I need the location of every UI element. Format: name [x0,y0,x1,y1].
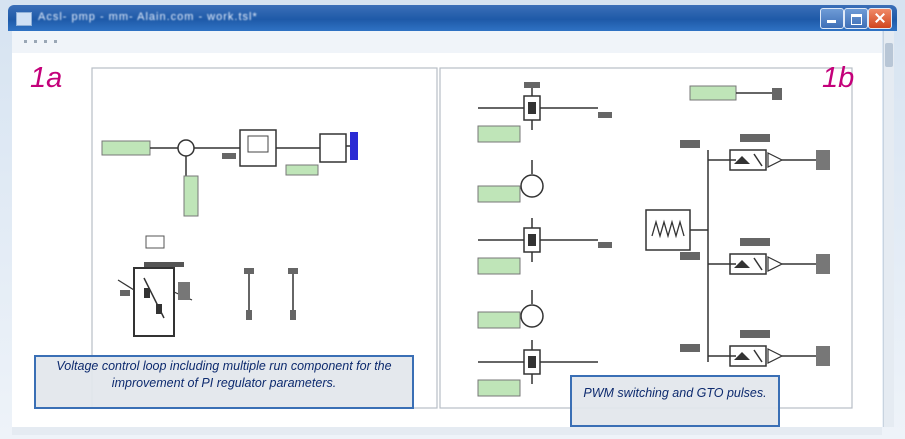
multiple-run-component[interactable] [133,267,175,337]
feedback-block[interactable] [183,175,199,217]
source-circle-2[interactable] [520,304,544,328]
probe-1[interactable] [244,268,254,274]
panel-label-1b: 1b [822,62,855,94]
source-block-4[interactable] [477,311,521,329]
source-block-2[interactable] [477,185,521,203]
mosfet-2[interactable] [517,217,541,263]
mosfet-3[interactable] [517,339,541,385]
scroll-thumb[interactable] [885,43,893,67]
reference-block-right[interactable] [689,85,737,101]
pi-regulator-block[interactable] [239,129,277,167]
toolbar-dot [24,40,27,43]
mosfet-1[interactable] [517,85,541,131]
toolbar-dot [34,40,37,43]
summing-junction[interactable] [177,139,195,157]
source-circle-1[interactable] [520,174,544,198]
window-title: Acsl- pmp - mm- Alain.com - work.tsl* [38,11,258,23]
gto-stage-2[interactable] [729,253,783,275]
toolbar-dot [54,40,57,43]
source-block-5[interactable] [477,379,521,397]
gto-stage-1[interactable] [729,149,783,171]
close-button[interactable] [868,8,892,29]
pwm-gto-circuit [477,82,830,397]
title-bar[interactable]: Acsl- pmp - mm- Alain.com - work.tsl* [8,5,897,31]
panel-label-1a: 1a [30,62,63,94]
voltage-control-loop [101,129,358,337]
source-block-3[interactable] [477,257,521,275]
toolbar-dot [44,40,47,43]
app-icon [16,12,32,26]
minimize-button[interactable] [820,8,844,29]
gto-stage-3[interactable] [729,345,783,367]
vertical-scrollbar[interactable] [883,31,894,427]
caption-voltage-control: Voltage control loop including multiple … [34,355,414,409]
pwm-generator-block[interactable] [645,209,691,251]
caption-pwm-gto: PWM switching and GTO pulses. [570,375,780,427]
reference-block[interactable] [101,140,151,156]
multiple-run-label [145,235,165,249]
source-block-1[interactable] [477,125,521,143]
horizontal-scrollbar[interactable] [12,427,882,435]
probe-2[interactable] [288,268,298,274]
limiter-block[interactable] [319,133,347,163]
